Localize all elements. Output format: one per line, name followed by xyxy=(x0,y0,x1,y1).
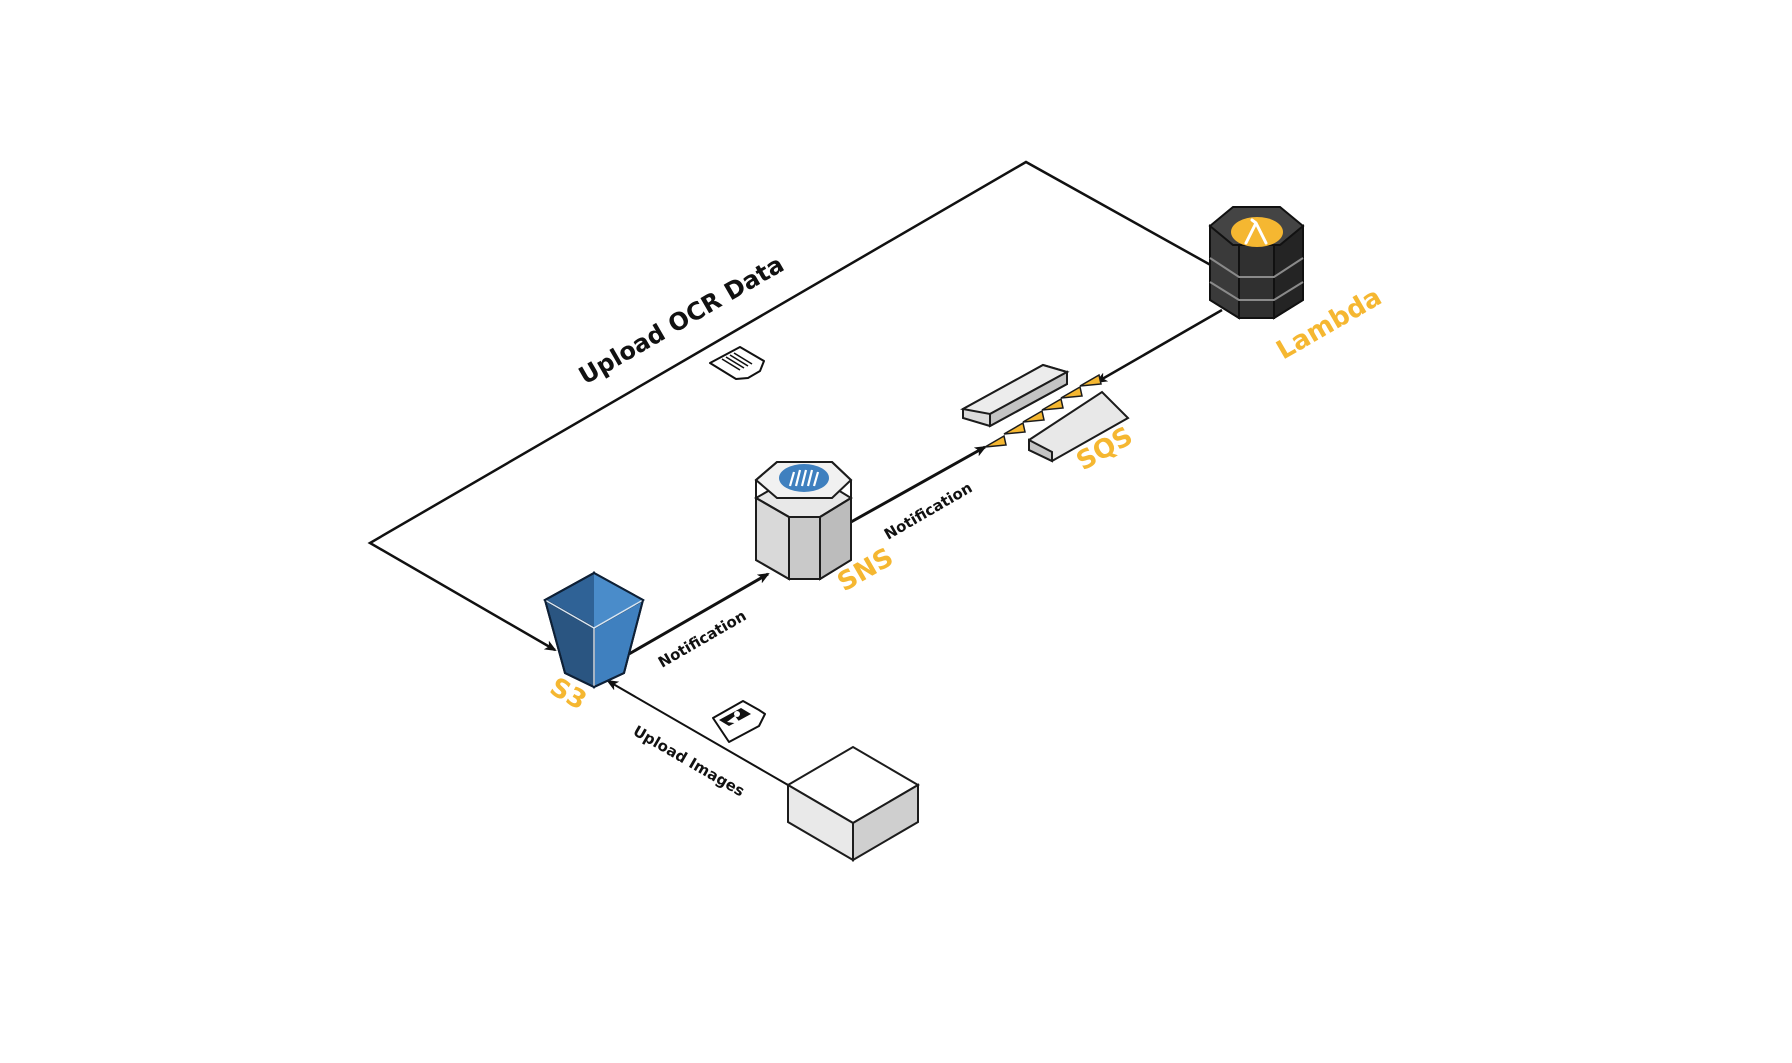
edge-lambda-to-s3 xyxy=(367,160,1217,652)
lambda-function-icon[interactable] xyxy=(1208,206,1305,320)
edge-client-to-s3 xyxy=(606,679,789,786)
edge-s3-to-sns xyxy=(621,572,770,660)
s3-bucket-icon[interactable] xyxy=(542,571,646,689)
edge-label-s3-to-sns: Notification xyxy=(655,607,749,672)
sqs-queue-icon[interactable] xyxy=(960,363,1130,463)
document-icon xyxy=(709,346,765,380)
edge-lambda-to-sqs xyxy=(1095,308,1223,384)
edge-label-sns-to-sqs: Notification xyxy=(881,479,975,544)
image-icon xyxy=(712,700,766,743)
sns-topic-icon[interactable] xyxy=(753,461,853,581)
client-box-icon[interactable] xyxy=(786,745,920,862)
edge-sns-to-sqs xyxy=(850,445,987,524)
